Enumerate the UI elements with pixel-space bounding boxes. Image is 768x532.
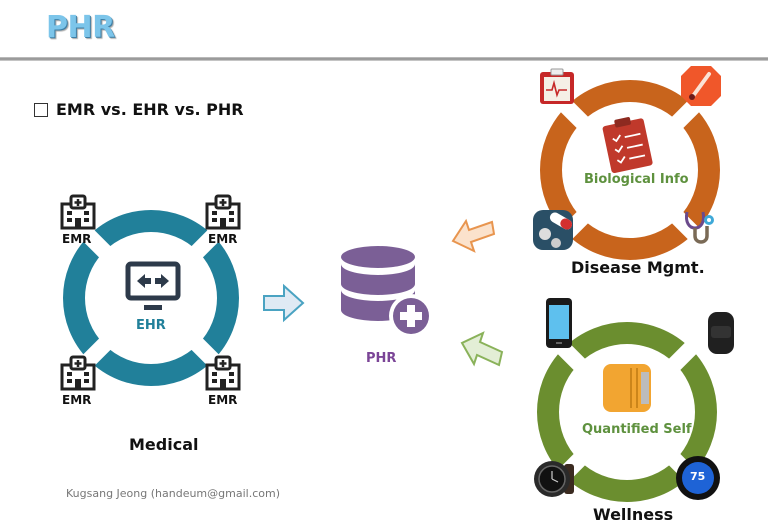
disease-ring: [540, 80, 720, 260]
medical-ring: [63, 210, 239, 386]
section-heading: EMR vs. EHR vs. PHR: [34, 100, 244, 119]
smartwatch-icon: [534, 461, 574, 497]
hospital-icon: [60, 355, 96, 391]
arrow-medical-to-phr: [263, 283, 305, 323]
clipboard-checklist-icon: [602, 117, 653, 174]
quantified-self-label: Quantified Self: [582, 422, 692, 437]
thermostat-value: 75: [690, 470, 706, 483]
disease-caption: Disease Mgmt.: [571, 258, 705, 277]
monitor-exchange-icon: [125, 261, 181, 310]
thermostat-icon: [676, 456, 720, 500]
arrow-wellness-to-phr: [460, 331, 504, 367]
header-divider: [0, 57, 768, 61]
bullet-square-icon: [34, 102, 48, 117]
biological-info-label: Biological Info: [584, 172, 689, 187]
smartphone-icon: [546, 298, 572, 348]
phr-label: PHR: [366, 351, 397, 366]
author-footer: Kugsang Jeong (handeum@gmail.com): [66, 487, 280, 500]
pills-icon: [533, 210, 573, 250]
emr-label-bottom-left: EMR: [62, 393, 92, 407]
fitness-band-icon: [708, 312, 734, 354]
section-heading-text: EMR vs. EHR vs. PHR: [56, 100, 244, 119]
emr-label-top-left: EMR: [62, 232, 92, 246]
folder-files-icon: [603, 364, 651, 412]
hospital-icon: [60, 194, 96, 230]
hospital-icon: [205, 355, 241, 391]
ecg-chart-icon: [540, 68, 574, 104]
thermometer-icon: [681, 66, 721, 106]
medical-caption: Medical: [129, 435, 199, 454]
wellness-ring: [537, 322, 717, 502]
emr-label-top-right: EMR: [208, 232, 238, 246]
database-plus-icon: [341, 246, 433, 338]
wellness-caption: Wellness: [593, 505, 674, 524]
emr-label-bottom-right: EMR: [208, 393, 238, 407]
hospital-icon: [205, 194, 241, 230]
ehr-label: EHR: [136, 318, 166, 333]
stethoscope-icon: [685, 211, 714, 244]
page-title: PHR: [46, 10, 115, 45]
arrow-disease-to-phr: [451, 218, 496, 253]
